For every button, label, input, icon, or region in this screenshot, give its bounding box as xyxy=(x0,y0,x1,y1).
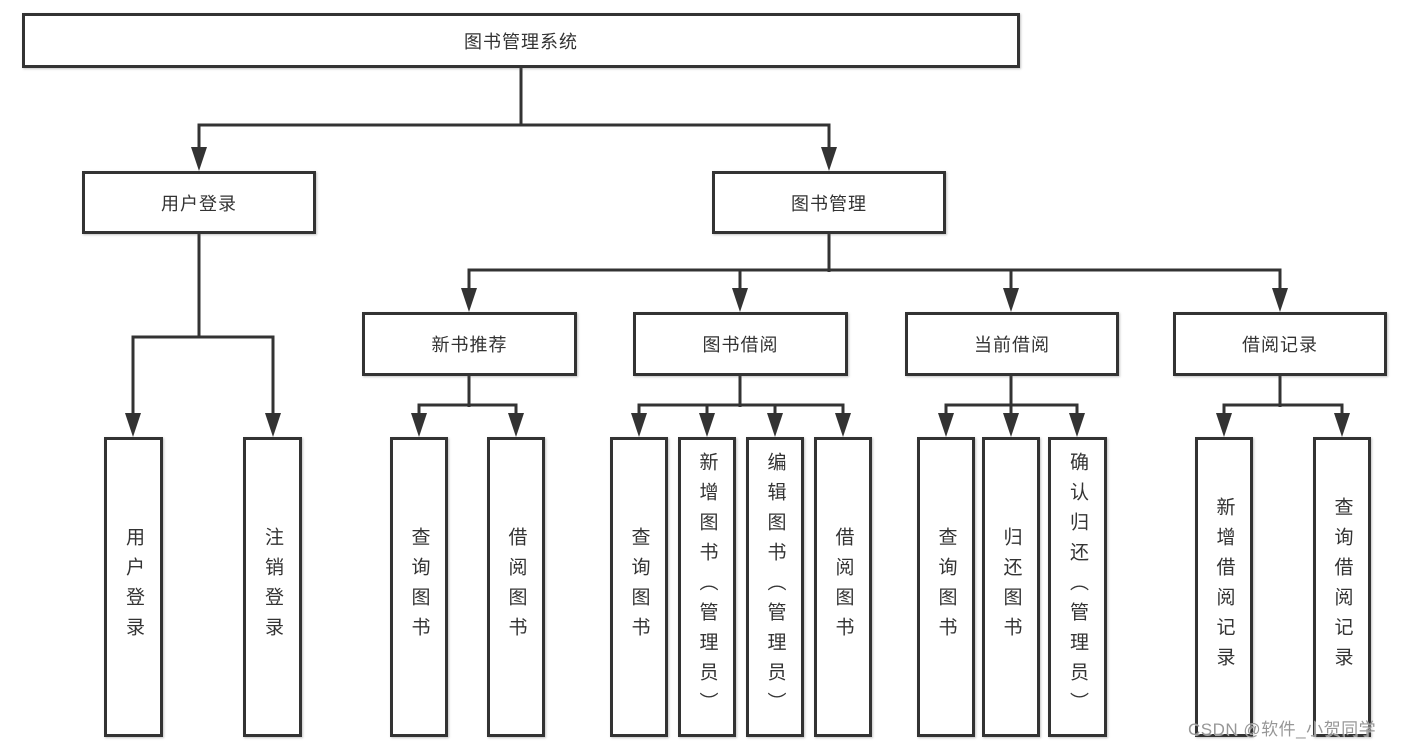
arrowhead-icons xyxy=(125,147,1350,437)
leaf-borrow-books-recommend-label: 借阅图书 xyxy=(505,527,527,647)
leaf-return-books-label: 归还图书 xyxy=(1000,527,1022,647)
leaf-user-login: 用户登录 xyxy=(104,437,163,737)
node-current-borrow: 当前借阅 xyxy=(905,312,1119,376)
leaf-add-borrow-record-label: 新增借阅记录 xyxy=(1213,497,1235,677)
leaf-confirm-return-admin-label: 确认归还（管理员） xyxy=(1067,452,1088,722)
node-library-system: 图书管理系统 xyxy=(22,13,1020,68)
leaf-logout-login-label: 注销登录 xyxy=(262,527,283,647)
node-new-book-recommend: 新书推荐 xyxy=(362,312,577,376)
leaf-edit-book-admin-label: 编辑图书（管理员） xyxy=(764,452,786,722)
node-book-borrow: 图书借阅 xyxy=(633,312,848,376)
leaf-query-borrow-record-label: 查询借阅记录 xyxy=(1331,497,1353,677)
node-user-login: 用户登录 xyxy=(82,171,316,234)
leaf-query-books-current: 查询图书 xyxy=(917,437,975,737)
leaf-add-book-admin: 新增图书（管理员） xyxy=(678,437,736,737)
leaf-borrow-books-recommend: 借阅图书 xyxy=(487,437,545,737)
leaf-query-books-recommend-label: 查询图书 xyxy=(408,527,430,647)
leaf-logout-login: 注销登录 xyxy=(243,437,302,737)
leaf-query-books-borrow-label: 查询图书 xyxy=(628,527,650,647)
leaf-user-login-label: 用户登录 xyxy=(123,527,144,647)
leaf-query-books-borrow: 查询图书 xyxy=(610,437,668,737)
csdn-watermark: CSDN @软件_小贺同学 xyxy=(1188,720,1377,739)
leaf-query-books-current-label: 查询图书 xyxy=(935,527,957,647)
leaf-confirm-return-admin: 确认归还（管理员） xyxy=(1048,437,1107,737)
leaf-add-borrow-record: 新增借阅记录 xyxy=(1195,437,1253,737)
leaf-edit-book-admin: 编辑图书（管理员） xyxy=(746,437,804,737)
leaf-query-borrow-record: 查询借阅记录 xyxy=(1313,437,1371,737)
leaf-borrow-books-2: 借阅图书 xyxy=(814,437,872,737)
leaf-borrow-books-2-label: 借阅图书 xyxy=(832,527,854,647)
leaf-query-books-recommend: 查询图书 xyxy=(390,437,448,737)
leaf-add-book-admin-label: 新增图书（管理员） xyxy=(696,452,718,722)
node-borrow-records: 借阅记录 xyxy=(1173,312,1387,376)
node-book-management: 图书管理 xyxy=(712,171,946,234)
leaf-return-books: 归还图书 xyxy=(982,437,1040,737)
